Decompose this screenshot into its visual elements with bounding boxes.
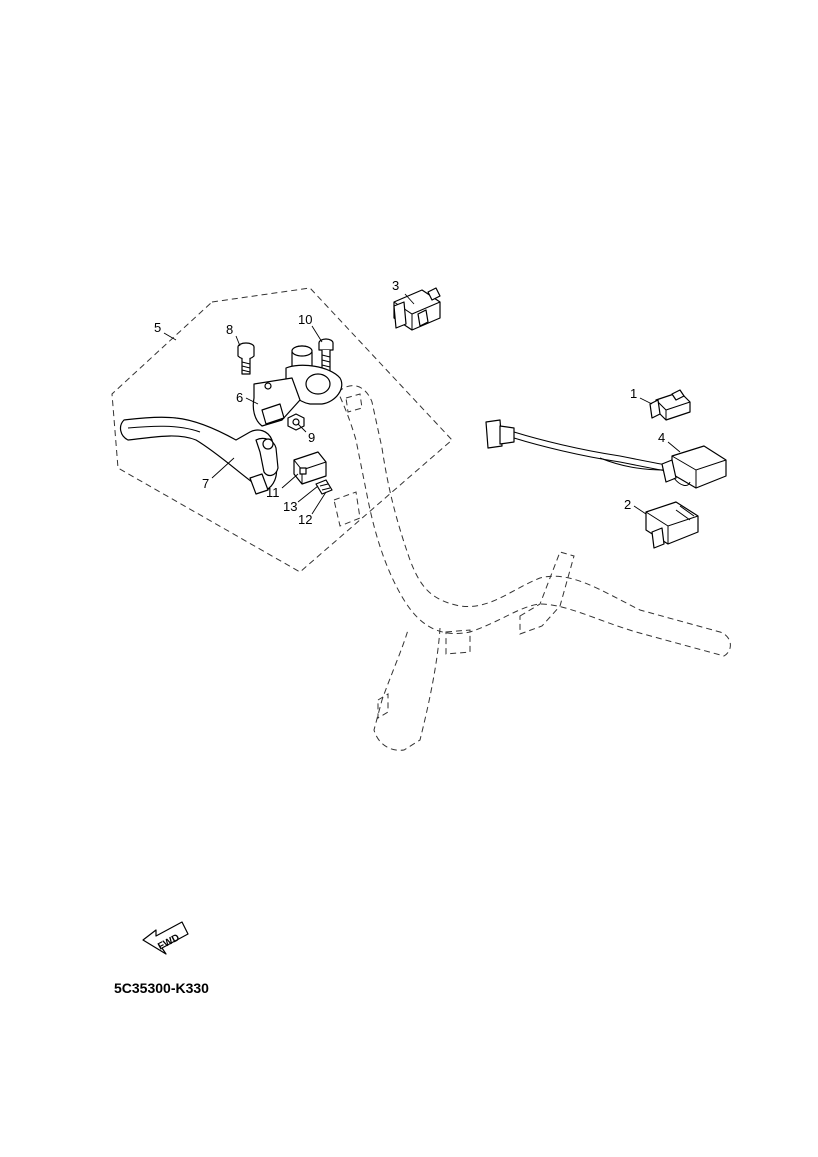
callout-11: 11 [266,485,280,500]
pivot-bolt [237,342,255,375]
callout-12: 12 [298,512,312,527]
switch-connector-3 [393,287,441,331]
callout-8: 8 [226,322,233,337]
callout-2: 2 [624,497,631,512]
callout-7: 7 [202,476,209,491]
callout-10: 10 [298,312,312,327]
leader-lines [163,293,681,515]
callout-5: 5 [154,320,161,335]
switch-screw [315,479,333,495]
switch-harness-4 [485,419,727,489]
lever-assembly-boundary [111,287,453,573]
callout-13: 13 [283,499,297,514]
handlebar-outline [333,385,731,751]
callout-4: 4 [658,430,665,445]
lever-holder [252,345,343,427]
lever [119,416,279,495]
callout-6: 6 [236,390,243,405]
fwd-arrow-icon: FWD [142,921,189,955]
callout-3: 3 [392,278,399,293]
switch-1 [649,389,691,421]
switch-2 [645,501,699,549]
diagram-code: 5C35300-K330 [114,980,209,996]
callout-1: 1 [630,386,637,401]
clutch-switch [293,451,327,485]
callout-9: 9 [308,430,315,445]
